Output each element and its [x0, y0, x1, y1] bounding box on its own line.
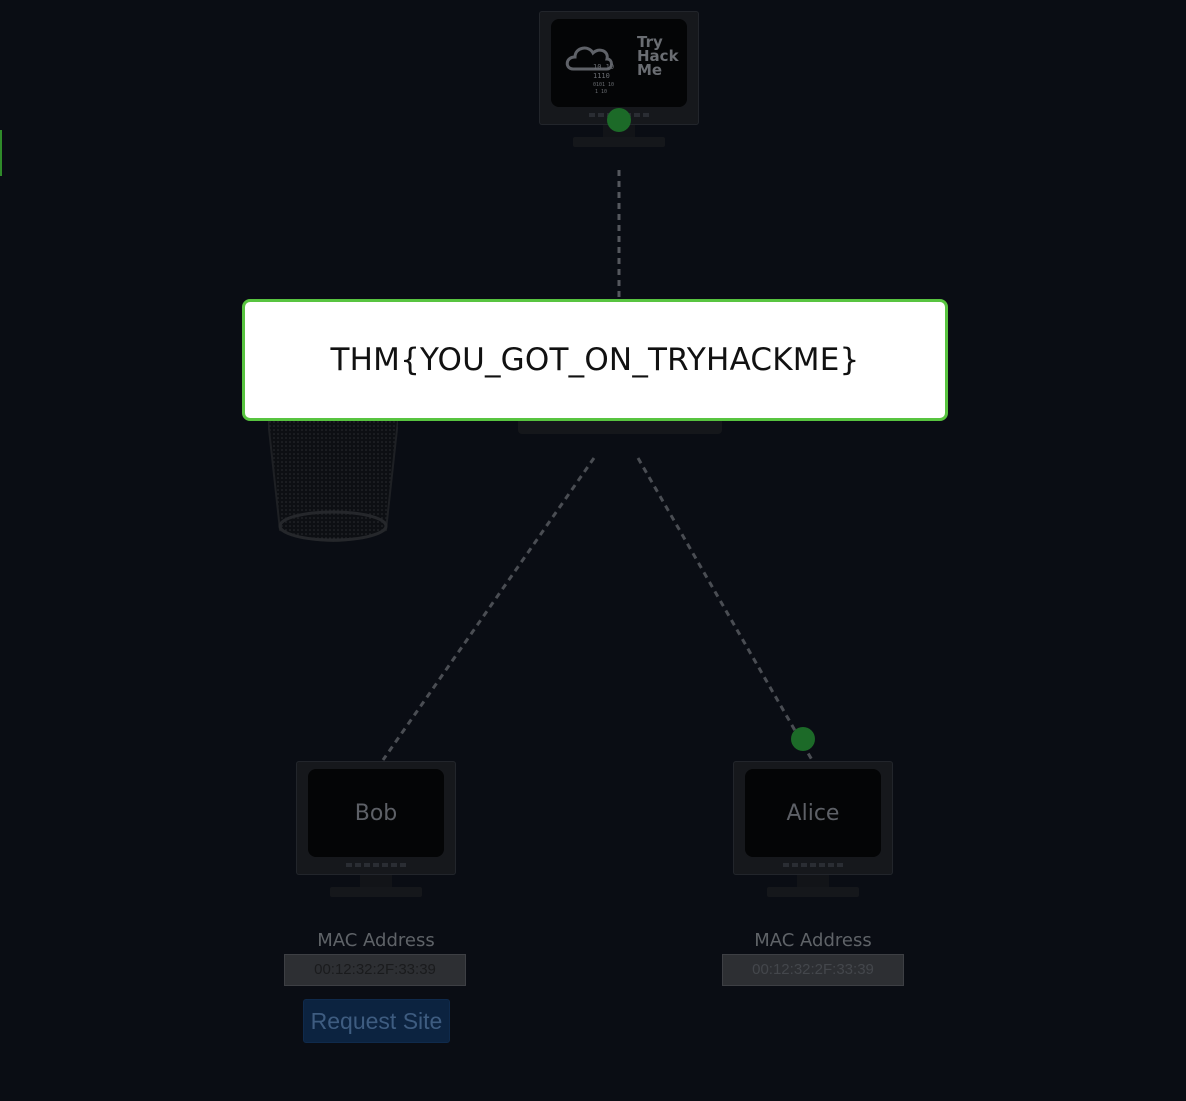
logo-word-try: Try: [637, 33, 663, 51]
server-port-indicator: [607, 108, 631, 132]
host-name-alice: Alice: [786, 800, 840, 826]
bob-computer[interactable]: Bob: [296, 761, 456, 901]
edge-indicator: [0, 130, 2, 176]
monitor-base: [573, 137, 665, 147]
bob-mac-label: MAC Address: [317, 930, 435, 951]
svg-text:1110: 1110: [593, 72, 610, 80]
monitor-grille: [783, 863, 843, 867]
logo-word-hack: Hack: [637, 47, 679, 65]
flag-text: THM{YOU_GOT_ON_TRYHACKME}: [330, 342, 860, 378]
alice-screen: Alice: [745, 769, 881, 857]
trash-bin-icon[interactable]: [268, 420, 398, 548]
monitor-neck: [797, 875, 829, 887]
alice-mac-label: MAC Address: [754, 930, 872, 951]
router-device: [518, 418, 722, 434]
monitor-grille: [346, 863, 406, 867]
alice-mac-field[interactable]: 00:12:32:2F:33:39: [722, 954, 904, 986]
bob-screen: Bob: [308, 769, 444, 857]
alice-port-indicator: [791, 727, 815, 751]
monitor-base: [330, 887, 422, 897]
svg-text:10 10: 10 10: [593, 63, 614, 71]
logo-wordmark: Try Hack Me: [637, 33, 679, 79]
monitor-neck: [360, 875, 392, 887]
alice-computer[interactable]: Alice: [733, 761, 893, 901]
monitor-base: [767, 887, 859, 897]
link-router-bob: [381, 457, 596, 761]
flag-popup: THM{YOU_GOT_ON_TRYHACKME}: [242, 299, 948, 421]
svg-text:1 10: 1 10: [595, 89, 607, 95]
host-name-bob: Bob: [354, 800, 398, 826]
bob-mac-field[interactable]: 00:12:32:2F:33:39: [284, 954, 466, 986]
link-router-alice: [636, 457, 814, 761]
server-screen: 10 10 1110 0101 10 1 10 Try Hack Me: [551, 19, 687, 107]
logo-word-me: Me: [637, 61, 663, 79]
svg-text:0101 10: 0101 10: [593, 82, 614, 88]
cloud-binary-icon: 10 10 1110 0101 10 1 10: [565, 46, 614, 95]
request-site-button[interactable]: Request Site: [303, 999, 450, 1043]
